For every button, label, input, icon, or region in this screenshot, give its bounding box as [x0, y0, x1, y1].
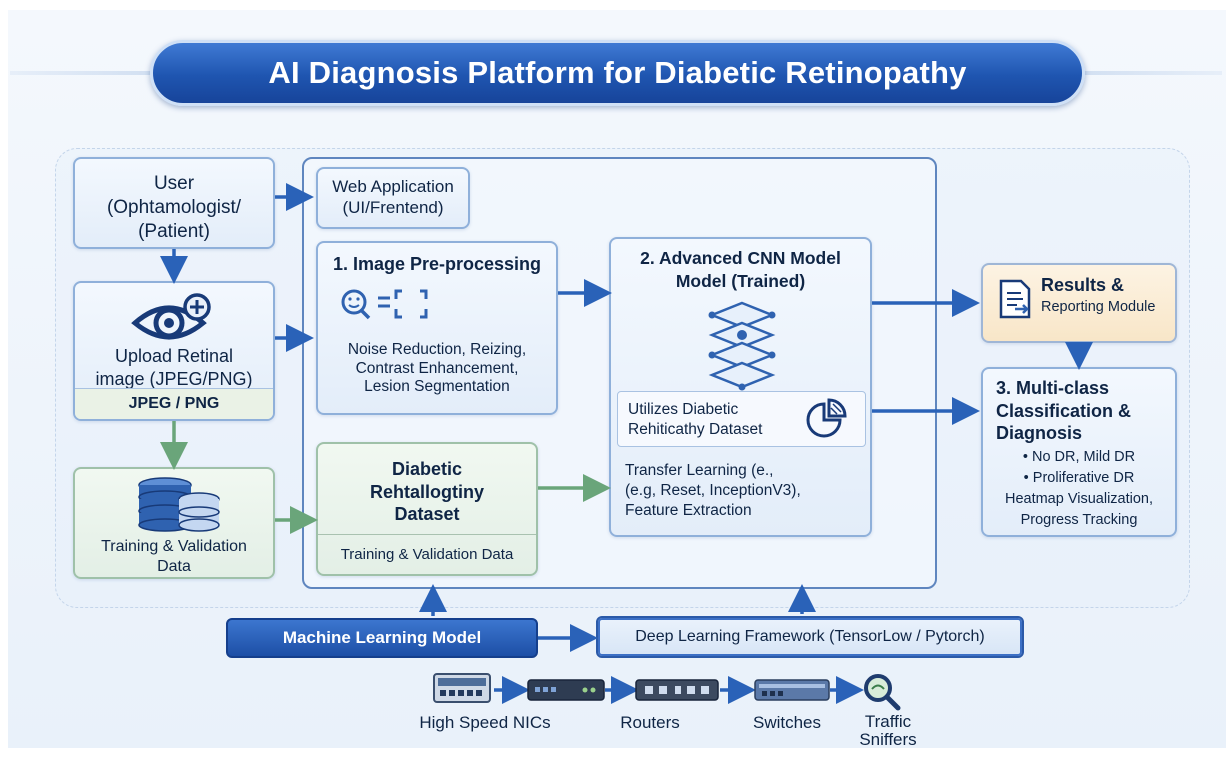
- upload-line-1: Upload Retinal: [114, 346, 234, 366]
- magnifier-icon: [864, 674, 901, 711]
- preprocessing-title: 1. Image Pre-processing: [332, 254, 542, 274]
- preprocessing-line-2: Contrast Enhancement,: [355, 359, 519, 377]
- dataset-box: Diabetic Rehtallogtiny Dataset Training …: [316, 442, 538, 576]
- switch-icon: [635, 679, 719, 701]
- cnn-utilizes-line-2: Rehiticathy Dataset: [628, 421, 763, 439]
- web-app-box: Web Application (UI/Frentend): [316, 167, 470, 229]
- user-box: User (Ophtamologist/ (Patient): [73, 157, 275, 249]
- classification-title-line-1: 3. Multi-class: [996, 378, 1110, 398]
- sniffers-label: Traffic Sniffers: [848, 713, 928, 749]
- classification-title-line-3: Diagnosis: [996, 423, 1083, 443]
- sniffers-line-1: Traffic: [864, 712, 912, 731]
- cnn-transfer-line-3: Feature Extraction: [625, 502, 752, 520]
- preprocessing-box: 1. Image Pre-processing Noise Reduction,…: [316, 241, 558, 415]
- dataset-footer-label: Training & Validation Data: [340, 546, 514, 563]
- layers-network-icon: [708, 301, 776, 391]
- dataset-line-2: Rehtallogtiny: [369, 481, 484, 502]
- page-title: AI Diagnosis Platform for Diabetic Retin…: [150, 40, 1085, 106]
- face-scan-icon: [341, 289, 428, 320]
- training-line-2: Data: [157, 558, 191, 575]
- upload-format-label: JPEG / PNG: [128, 395, 220, 412]
- results-title: Results &: [1041, 275, 1125, 295]
- ml-model-bar: Machine Learning Model: [226, 618, 538, 658]
- cnn-title-line-2: Model (Trained): [675, 270, 806, 291]
- dataset-line-1: Diabetic: [391, 459, 463, 479]
- user-line-2: (Ophtamologist/: [106, 196, 242, 218]
- cnn-utilizes-box: Utilizes Diabetic Rehiticathy Dataset: [617, 391, 866, 447]
- upload-box: Upload Retinal image (JPEG/PNG) JPEG / P…: [73, 281, 275, 421]
- training-data-box: Training & Validation Data: [73, 467, 275, 579]
- preprocessing-line-1: Noise Reduction, Reizing,: [347, 341, 527, 358]
- classification-item-1: • No DR, Mild DR: [1022, 449, 1136, 465]
- database-icon: [138, 477, 220, 532]
- cnn-title-line-1: 2. Advanced CNN Model: [640, 248, 841, 268]
- training-line-1: Training & Validation: [101, 538, 247, 555]
- classification-title-line-2: Classification &: [996, 400, 1132, 421]
- upload-line-2: image (JPEG/PNG): [95, 368, 253, 389]
- eye-plus-icon: [131, 293, 211, 340]
- web-app-line-2: (UI/Frentend): [342, 198, 444, 218]
- preprocessing-line-3: Lesion Segmentation: [364, 378, 510, 396]
- cnn-transfer-line-2: (e.g, Reset, InceptionV3),: [625, 482, 801, 500]
- classification-box: 3. Multi-class Classification & Diagnosi…: [981, 367, 1177, 537]
- upload-footer: JPEG / PNG: [75, 388, 273, 419]
- web-app-line-1: Web Application: [332, 177, 454, 196]
- router-icon: [527, 679, 605, 701]
- switches-label: Switches: [752, 713, 822, 732]
- cnn-utilizes-line-1: Utilizes Diabetic: [628, 401, 739, 418]
- cnn-transfer-line-1: Transfer Learning (e.,: [625, 462, 774, 479]
- user-line-1: User: [153, 173, 195, 194]
- switch-device-icon: [754, 679, 830, 701]
- report-icon: [999, 279, 1031, 319]
- classification-item-3: Heatmap Visualization,: [1004, 491, 1154, 508]
- results-subtitle: Reporting Module: [1041, 299, 1156, 315]
- cnn-box: 2. Advanced CNN Model Model (Trained) Ut…: [609, 237, 872, 537]
- routers-label: Routers: [620, 713, 680, 732]
- dl-framework-label: Deep Learning Framework (TensorLow / Pyt…: [635, 628, 985, 645]
- nic-icon: [433, 673, 491, 703]
- dataset-footer: Training & Validation Data: [318, 534, 536, 574]
- dl-framework-bar: Deep Learning Framework (TensorLow / Pyt…: [596, 616, 1024, 658]
- classification-item-4: Progress Tracking: [1020, 512, 1138, 529]
- sniffers-line-2: Sniffers: [859, 729, 917, 749]
- dataset-line-3: Dataset: [394, 504, 460, 524]
- classification-item-2: • Proliferative DR: [1023, 470, 1135, 487]
- user-line-3: (Patient): [138, 220, 210, 242]
- pie-chart-icon: [806, 398, 847, 438]
- nics-label: High Speed NICs: [419, 713, 551, 732]
- ml-model-label: Machine Learning Model: [282, 628, 482, 647]
